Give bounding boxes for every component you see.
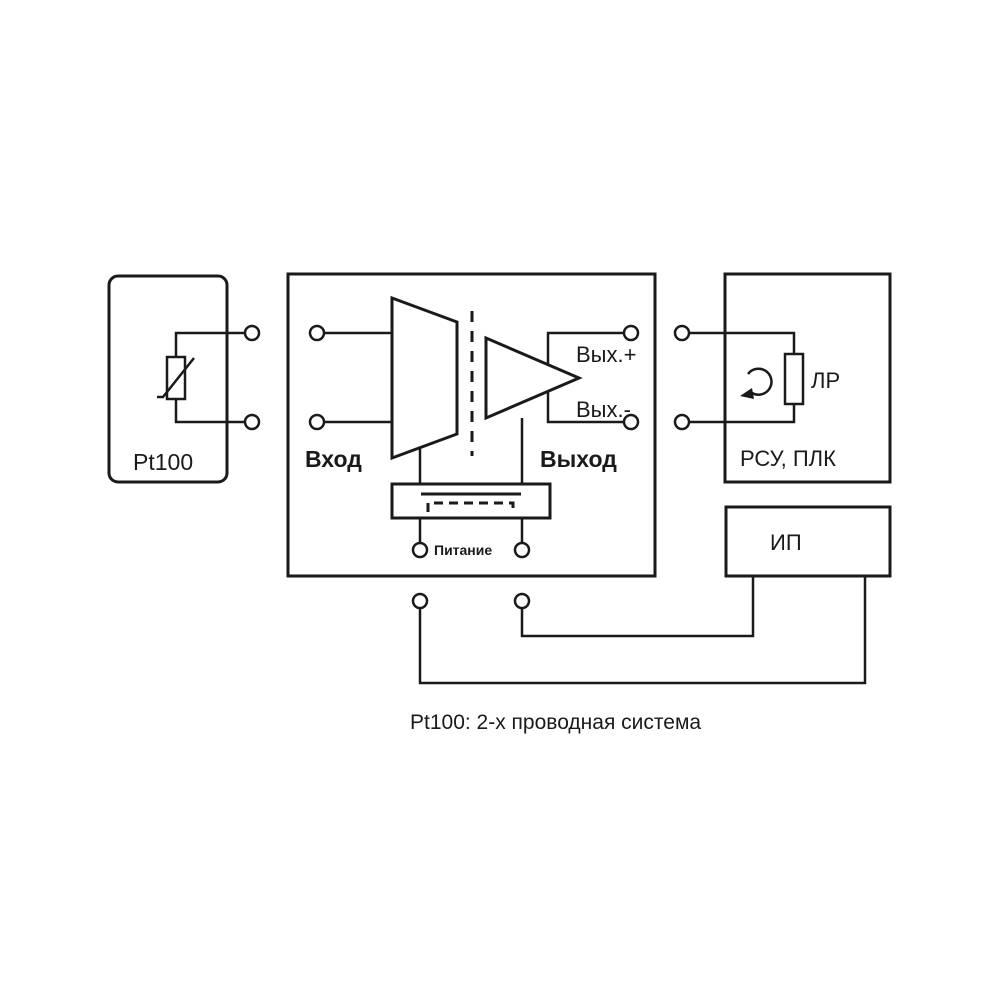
sensor-wire-top xyxy=(174,331,252,357)
output-label: Выход xyxy=(540,446,617,472)
output-terminal-plus xyxy=(622,324,640,342)
supply-wiring xyxy=(411,576,867,685)
receiver-label: РСУ, ПЛК xyxy=(740,446,836,471)
current-arrow-head xyxy=(740,388,754,399)
sensor-wire-bottom xyxy=(174,399,252,424)
power-module xyxy=(390,482,552,520)
input-stage-symbol xyxy=(390,295,459,461)
supply-terminal-right xyxy=(513,592,531,610)
power-label: Питание xyxy=(434,542,492,558)
load-label: ЛР xyxy=(811,368,840,393)
receiver-block: ЛР РСУ, ПЛК xyxy=(673,272,892,484)
sensor-block: Pt100 xyxy=(107,274,261,484)
input-terminal-bottom xyxy=(308,413,326,431)
power-terminal-right xyxy=(513,541,531,559)
input-label: Вход xyxy=(305,446,362,472)
receiver-terminal-bottom xyxy=(673,413,691,431)
current-loop-icon xyxy=(746,367,773,396)
amplifier-symbol xyxy=(484,335,583,421)
input-terminal-top xyxy=(308,324,326,342)
sensor-label: Pt100 xyxy=(133,449,193,475)
dc-symbol-dashed xyxy=(426,501,515,512)
sensor-terminal-bottom xyxy=(243,413,261,431)
converter-block: Вых.+ Вых.- Вход Выход Питание xyxy=(286,272,657,578)
load-resistor-symbol xyxy=(783,352,805,406)
output-minus-label: Вых.- xyxy=(576,397,631,422)
output-plus-label: Вых.+ xyxy=(576,342,636,367)
output-terminal-minus xyxy=(622,413,640,431)
receiver-terminal-top xyxy=(673,324,691,342)
power-supply-label: ИП xyxy=(770,530,802,555)
supply-terminal-left xyxy=(411,592,429,610)
power-supply-block: ИП xyxy=(724,505,892,578)
sensor-terminal-top xyxy=(243,324,261,342)
power-terminal-left xyxy=(411,541,429,559)
thermistor-symbol xyxy=(165,355,187,401)
diagram-caption: Pt100: 2-х проводная система xyxy=(410,711,701,734)
thermistor-slash xyxy=(157,357,195,399)
